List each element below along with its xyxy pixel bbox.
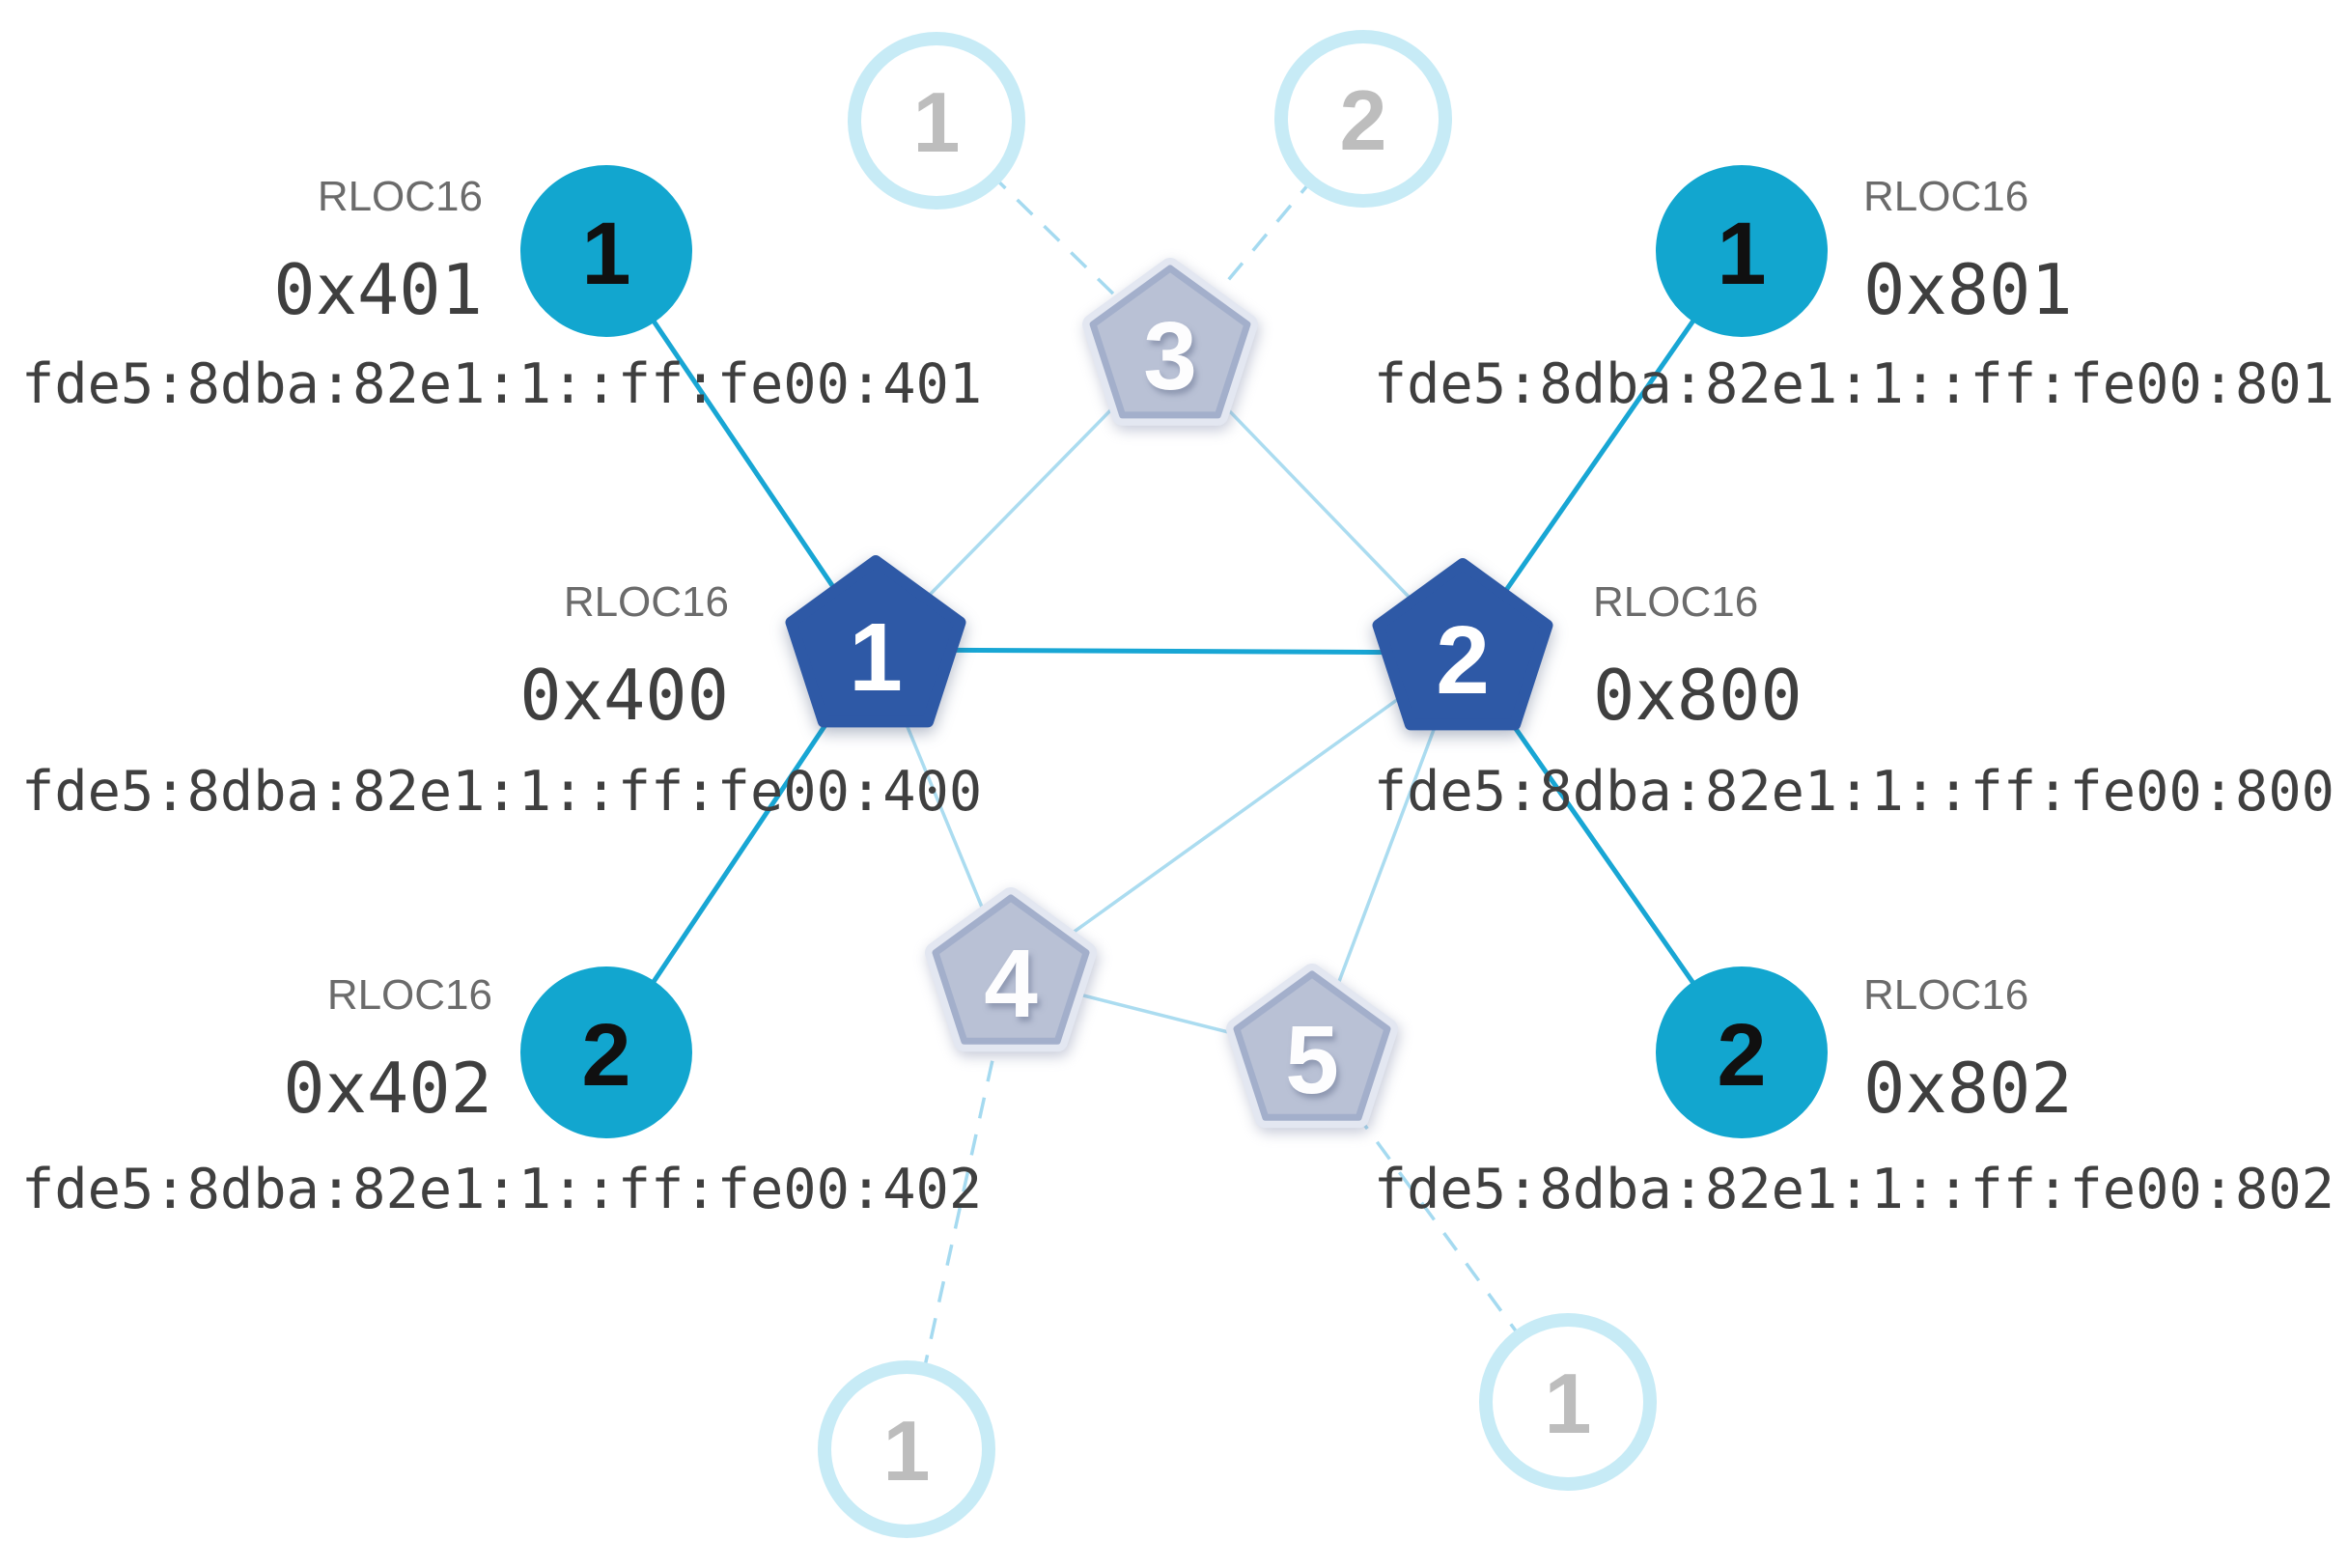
rloc16-value: 0x400	[519, 655, 729, 736]
faded-router-4-node: 4	[925, 887, 1097, 1052]
child-801-ipv6: fde5:8dba:82e1:1::ff:fe00:801	[1373, 352, 2334, 416]
router-1-ipv6: fde5:8dba:82e1:1::ff:fe00:400	[21, 760, 983, 824]
child-number: 2	[1717, 1006, 1766, 1105]
rloc16-caption: RLOC16	[1863, 971, 2029, 1019]
faded-router-pentagon	[932, 894, 1090, 1045]
router-number: 2	[1436, 606, 1490, 714]
link-router2-router4	[1009, 651, 1465, 979]
router-1-label-group: RLOC16 0x400	[519, 578, 729, 736]
faded-router-number: 4	[984, 930, 1038, 1038]
faded-router-pentagon	[1089, 265, 1251, 419]
child-801-node: 1	[1656, 165, 1828, 337]
child-401-ipv6: fde5:8dba:82e1:1::ff:fe00:401	[21, 352, 983, 416]
router-2-node: 2	[1372, 558, 1553, 731]
child-401-label-group: RLOC16 0x401	[273, 173, 483, 330]
rloc16-caption: RLOC16	[1593, 578, 1759, 626]
faded-router-5-node: 5	[1226, 964, 1398, 1129]
faded-child-circle	[1274, 30, 1452, 208]
child-402-ipv6: fde5:8dba:82e1:1::ff:fe00:402	[21, 1158, 983, 1221]
faded-child-bottom-right-node: 1	[1479, 1313, 1657, 1491]
faded-child-bottom-left-node: 1	[818, 1360, 995, 1538]
router-2-ipv6: fde5:8dba:82e1:1::ff:fe00:800	[1373, 760, 2334, 824]
faded-child-top-left-node: 1	[848, 32, 1025, 210]
faded-router-3-node: 3	[1082, 258, 1258, 426]
rloc16-value: 0x802	[1863, 1048, 2073, 1129]
rloc16-value: 0x402	[283, 1048, 492, 1129]
rloc16-value: 0x801	[1863, 249, 2073, 330]
child-802-node: 2	[1656, 966, 1828, 1138]
router-pentagon	[1372, 558, 1553, 731]
router-2-label-group: RLOC16 0x800	[1593, 578, 1803, 736]
rloc16-caption: RLOC16	[317, 173, 483, 220]
child-circle	[520, 966, 692, 1138]
child-circle	[1656, 165, 1828, 337]
child-number: 1	[581, 205, 630, 303]
child-402-node: 2	[520, 966, 692, 1138]
child-circle	[520, 165, 692, 337]
faded-child-number: 1	[913, 74, 961, 170]
router-number: 1	[849, 603, 903, 712]
child-number: 2	[581, 1006, 630, 1105]
rloc16-caption: RLOC16	[1863, 173, 2029, 220]
faded-child-circle	[848, 32, 1025, 210]
child-802-label-group: RLOC16 0x802	[1863, 971, 2073, 1129]
faded-router-number: 5	[1285, 1006, 1339, 1114]
router-1-node: 1	[785, 555, 966, 728]
child-802-ipv6: fde5:8dba:82e1:1::ff:fe00:802	[1373, 1158, 2334, 1221]
rloc16-value: 0x800	[1593, 655, 1803, 736]
link-router1-router2	[875, 647, 1464, 656]
rloc16-caption: RLOC16	[563, 578, 729, 626]
rloc16-caption: RLOC16	[326, 971, 492, 1019]
faded-child-number: 1	[1545, 1356, 1592, 1451]
child-801-label-group: RLOC16 0x801	[1863, 173, 2073, 330]
faded-router-pentagon	[1233, 970, 1391, 1121]
rloc16-value: 0x401	[273, 249, 483, 330]
faded-router-number: 3	[1143, 302, 1197, 410]
child-401-node: 1	[520, 165, 692, 337]
faded-child-circle	[818, 1360, 995, 1538]
faded-child-number: 1	[883, 1403, 931, 1498]
child-circle	[1656, 966, 1828, 1138]
child-number: 1	[1717, 205, 1766, 303]
child-402-label-group: RLOC16 0x402	[283, 971, 492, 1129]
faded-child-circle	[1479, 1313, 1657, 1491]
faded-child-top-right-node: 2	[1274, 30, 1452, 208]
router-pentagon	[785, 555, 966, 728]
faded-child-number: 2	[1340, 72, 1387, 168]
